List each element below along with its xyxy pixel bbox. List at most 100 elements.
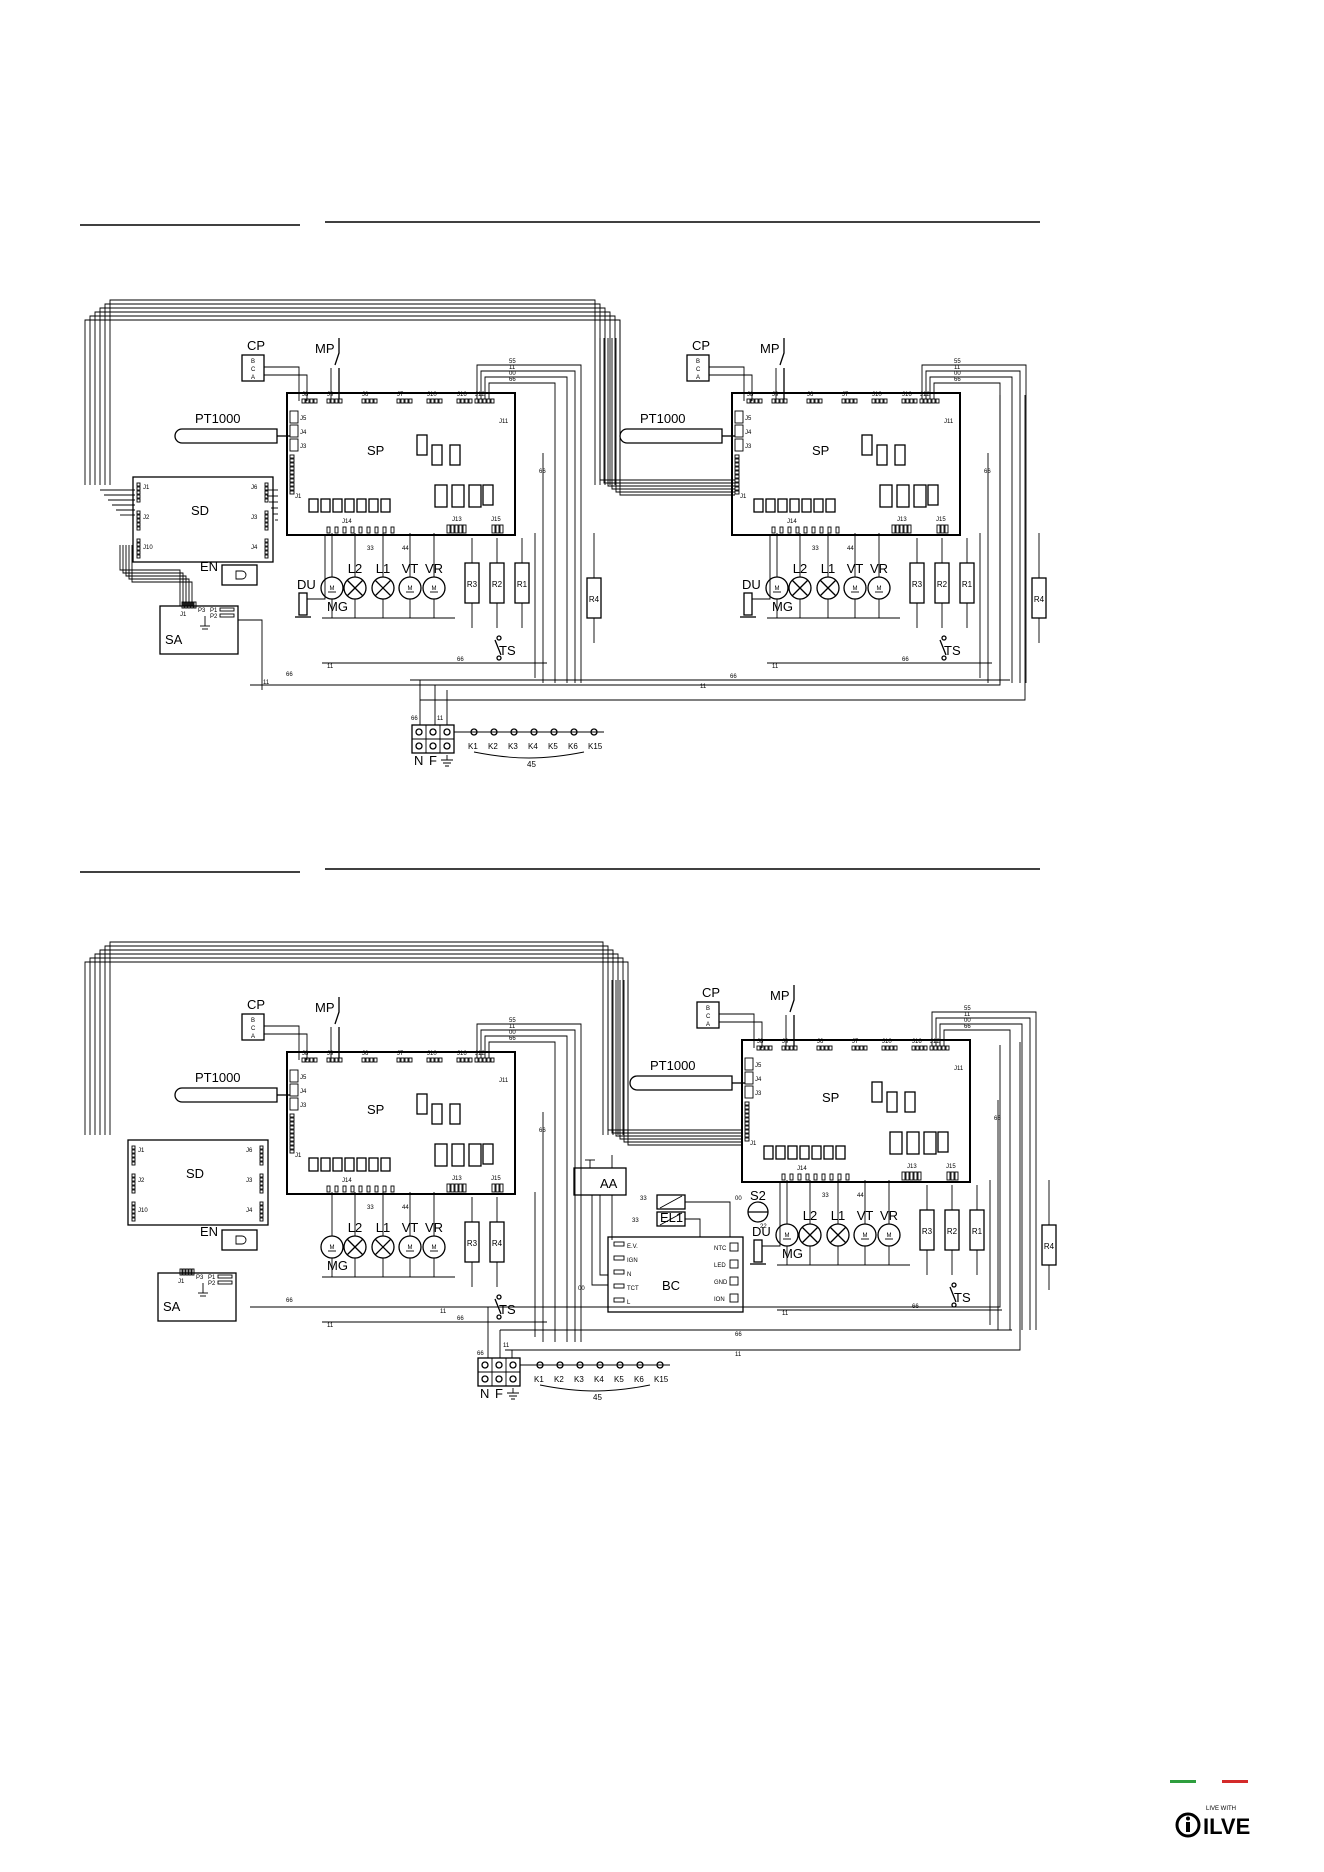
pin xyxy=(895,524,900,534)
pin xyxy=(305,1057,310,1063)
pin xyxy=(454,1183,459,1193)
pin xyxy=(400,398,405,404)
pin xyxy=(289,478,295,483)
connector-label: J6 xyxy=(246,1148,253,1154)
pin xyxy=(729,1293,739,1303)
pin xyxy=(366,526,371,534)
k-label: K3 xyxy=(574,1375,584,1384)
chip xyxy=(344,498,355,513)
pin xyxy=(787,526,792,534)
pin xyxy=(136,498,141,503)
pin xyxy=(499,1183,504,1193)
pin xyxy=(881,1045,886,1051)
wire-label: 66 xyxy=(730,674,737,680)
k-label: K15 xyxy=(654,1375,669,1384)
terminal-n: N xyxy=(414,753,423,768)
wire-label: 66 xyxy=(286,672,293,678)
pin xyxy=(326,1057,331,1063)
pin xyxy=(438,1057,443,1063)
motor-m: M xyxy=(887,1233,892,1239)
en-label: EN xyxy=(200,1224,218,1239)
terminal-screw xyxy=(429,728,437,736)
wire-label: 11 xyxy=(772,664,779,670)
connector-label: J1 xyxy=(143,485,150,491)
pin xyxy=(482,1057,487,1063)
connector-label: J16 xyxy=(912,1039,922,1045)
wire xyxy=(476,364,582,683)
pin xyxy=(136,554,141,559)
wire xyxy=(125,545,187,606)
cp-label: CP xyxy=(247,338,265,353)
ts-contact xyxy=(941,635,947,641)
pin xyxy=(259,1189,264,1194)
chip xyxy=(753,498,764,513)
wire-label: 44 xyxy=(857,1193,864,1199)
wire-label: 66 xyxy=(984,469,991,475)
bc-label: BC xyxy=(662,1278,680,1293)
wire-label: 00 xyxy=(509,1030,516,1036)
connector-label: J13 xyxy=(897,517,907,523)
ts-contact xyxy=(941,655,947,661)
wire-label: 55 xyxy=(509,359,516,365)
resistor-label: R2 xyxy=(492,580,503,589)
terminal-n: N xyxy=(480,1386,489,1401)
mp-label: MP xyxy=(315,1000,335,1015)
chip xyxy=(937,1131,949,1153)
wire xyxy=(480,370,576,683)
cp-pin: B xyxy=(696,359,700,365)
k-terminal xyxy=(636,1361,644,1369)
motor-m: M xyxy=(863,1233,868,1239)
pin xyxy=(781,1045,786,1051)
chip xyxy=(913,484,927,508)
wire xyxy=(685,1218,701,1237)
pin xyxy=(408,1057,413,1063)
ts-contact xyxy=(951,1282,957,1288)
k-label: K15 xyxy=(588,742,603,751)
chip xyxy=(368,1157,379,1172)
pin xyxy=(382,526,387,534)
cp-pin: A xyxy=(251,375,255,381)
pin xyxy=(744,1101,750,1106)
connector-label: J3 xyxy=(300,444,307,450)
terminal-screw xyxy=(495,1375,503,1383)
connector-label: J8 xyxy=(302,1051,309,1057)
aa-label: AA xyxy=(600,1176,618,1191)
wire xyxy=(480,1029,576,1342)
k-terminal xyxy=(510,728,518,736)
pin xyxy=(893,1045,898,1051)
pin xyxy=(334,1185,339,1193)
chip xyxy=(927,484,939,506)
pin xyxy=(734,466,740,471)
connector-label: P3 xyxy=(198,608,206,614)
pin xyxy=(342,526,347,534)
connector-label: J9 xyxy=(782,1039,789,1045)
pin xyxy=(771,526,776,534)
pin xyxy=(131,1177,136,1182)
pt1000-probe xyxy=(174,428,278,444)
pin xyxy=(810,398,815,404)
el1-label: EL1 xyxy=(660,1210,683,1225)
connector-label: J5 xyxy=(300,416,307,422)
k-terminal xyxy=(536,1361,544,1369)
wire xyxy=(488,1041,556,1342)
connector-label: J6 xyxy=(807,392,814,398)
resistor-label: R3 xyxy=(912,580,923,589)
bc-pin: N xyxy=(627,1272,631,1278)
pin xyxy=(613,1283,625,1289)
pin xyxy=(136,538,141,543)
chip xyxy=(765,498,776,513)
pin xyxy=(131,1153,136,1158)
wire-label: 11 xyxy=(327,664,334,670)
sp-label: SP xyxy=(822,1090,839,1105)
motor-m: M xyxy=(853,586,858,592)
resistor-label: R2 xyxy=(947,1227,958,1236)
terminal-screw xyxy=(495,1361,503,1369)
pin xyxy=(460,1057,465,1063)
pin xyxy=(259,1181,264,1186)
pin xyxy=(923,1045,928,1051)
pin xyxy=(495,524,500,534)
cp-pin: B xyxy=(706,1006,710,1012)
pin xyxy=(744,1105,750,1110)
connector-label: J6 xyxy=(251,485,258,491)
